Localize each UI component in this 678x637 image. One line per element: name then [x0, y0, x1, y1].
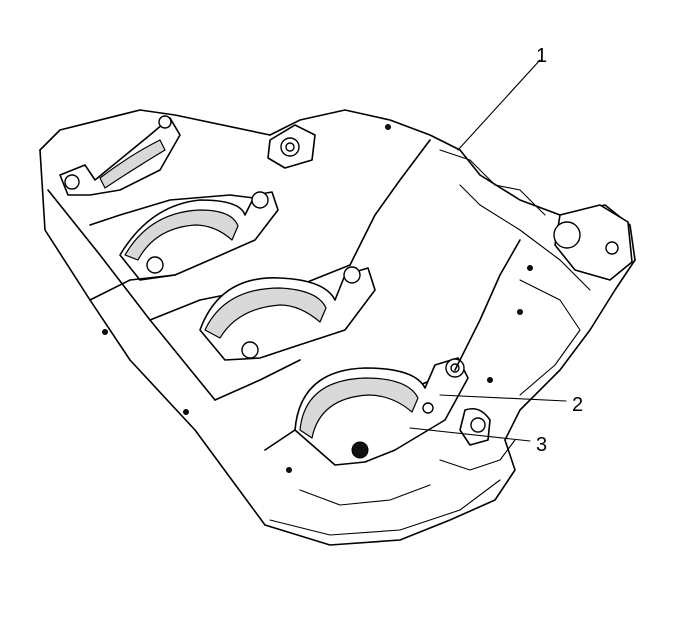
bearing-saddle-3 [149, 139, 431, 401]
callout-2: 2 [572, 394, 583, 416]
bearing-saddle-4 [264, 239, 521, 466]
callout-3: 3 [536, 434, 547, 456]
callout-1: 1 [536, 45, 547, 67]
callout-leaders [409, 59, 567, 442]
engine-block [39, 109, 636, 546]
leader-1 [457, 59, 541, 151]
leader-2 [439, 394, 567, 402]
bearing-saddle-1 [59, 115, 181, 196]
bearing-saddle-2 [89, 191, 279, 301]
leader-3 [409, 427, 531, 442]
